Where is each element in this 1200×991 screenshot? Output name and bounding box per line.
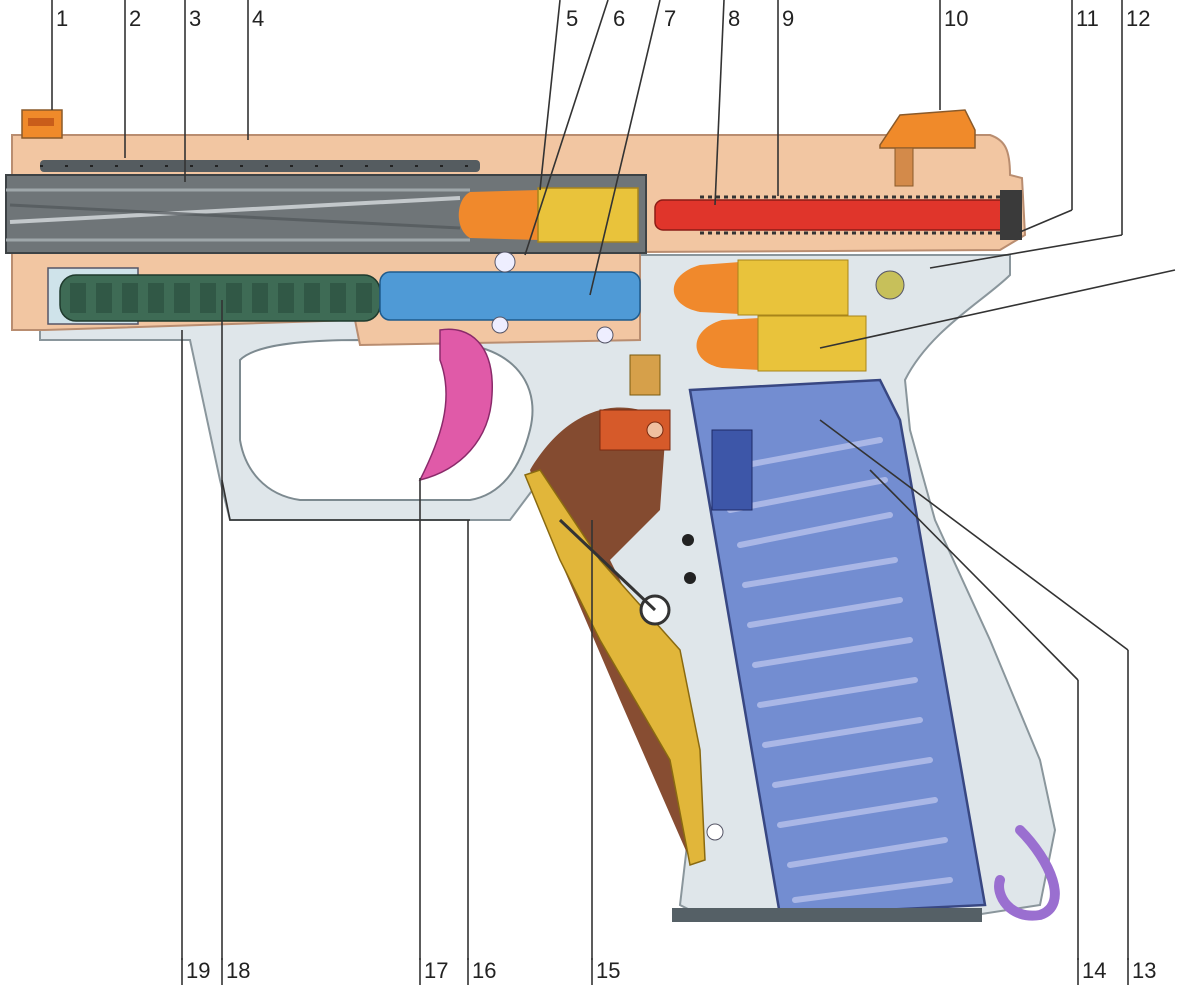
- label-8: 8: [728, 6, 740, 31]
- magazine-body: [688, 378, 987, 917]
- label-6: 6: [613, 6, 625, 31]
- leader-lines: [51, 0, 1176, 960]
- magazine-follower: [711, 429, 753, 511]
- label-3: 3: [189, 6, 201, 31]
- chambered-bullet: [458, 190, 540, 240]
- label-12: 12: [1126, 6, 1150, 31]
- bottom-label-ticks: [181, 958, 1129, 985]
- label-16: 16: [472, 958, 496, 983]
- label-18: 18: [226, 958, 250, 983]
- trigger-guard-lower: [221, 479, 470, 521]
- label-1: 1: [56, 6, 68, 31]
- label-7: 7: [664, 6, 676, 31]
- firing-pin-assembly: [654, 190, 1022, 240]
- lanyard-loop: [994, 825, 1060, 921]
- label-4: 4: [252, 6, 264, 31]
- label-17: 17: [424, 958, 448, 983]
- label-13: 13: [1132, 958, 1156, 983]
- part-labels: 1 2 3 4 5 6 7 8 9 10 11 12 19 18 17 16 1…: [56, 6, 1156, 983]
- label-5: 5: [566, 6, 578, 31]
- magazine-cartridge-lower: [696, 315, 867, 372]
- label-10: 10: [944, 6, 968, 31]
- rear-sight: [879, 109, 976, 149]
- chambered-case: [537, 187, 639, 243]
- recoil-rod: [379, 271, 641, 321]
- magazine-baseplate: [672, 908, 982, 922]
- slide-upper-spring: [40, 160, 480, 172]
- label-15: 15: [596, 958, 620, 983]
- grip-safety-lever: [524, 469, 706, 866]
- label-2: 2: [129, 6, 141, 31]
- label-14: 14: [1082, 958, 1106, 983]
- trigger: [418, 328, 493, 482]
- label-19: 19: [186, 958, 210, 983]
- chambered-cartridge: [458, 187, 639, 243]
- firing-pin: [654, 199, 1016, 231]
- magazine-cartridge-upper: [673, 259, 849, 316]
- label-11: 11: [1076, 6, 1099, 31]
- recoil-spring-assembly: [47, 251, 641, 344]
- label-9: 9: [782, 6, 794, 31]
- frame-pin: [875, 270, 905, 300]
